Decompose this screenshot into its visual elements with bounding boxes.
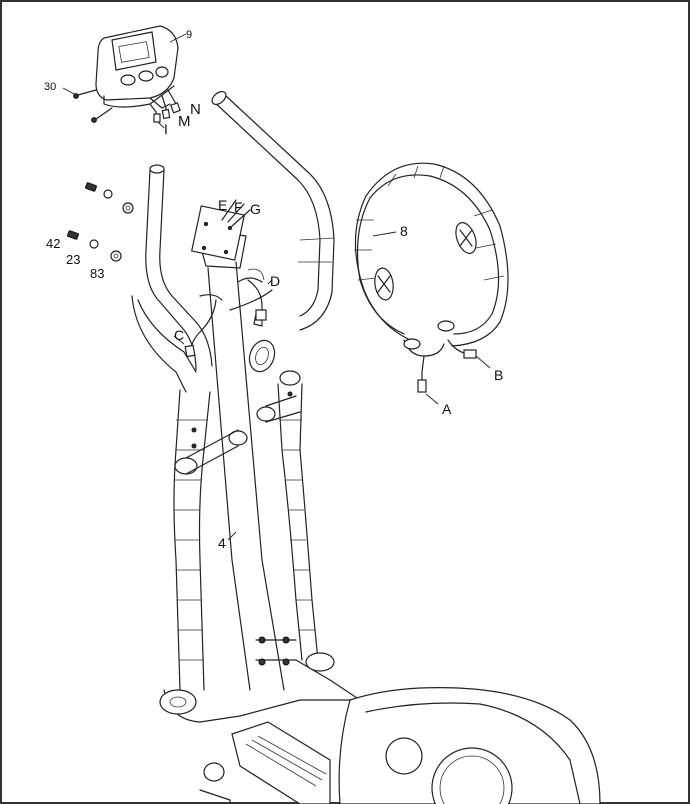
column-wires xyxy=(184,268,267,358)
label-f: F xyxy=(234,199,243,215)
label-9: 9 xyxy=(186,29,192,41)
label-g: G xyxy=(250,201,261,217)
label-83: 83 xyxy=(90,266,104,281)
hardware-bolts xyxy=(67,182,134,262)
console-wires xyxy=(149,89,181,129)
label-8: 8 xyxy=(400,223,408,239)
label-30: 30 xyxy=(44,81,56,93)
upright-post-4 xyxy=(190,199,285,691)
label-m: M xyxy=(178,113,191,130)
label-23: 23 xyxy=(66,252,80,267)
label-d: D xyxy=(270,273,280,289)
left-lower-arm xyxy=(173,389,248,691)
right-upper-tube xyxy=(211,90,335,331)
label-e: E xyxy=(218,197,227,213)
pulse-handlebar-8 xyxy=(354,162,509,357)
console-screws xyxy=(62,87,113,123)
base-frame xyxy=(159,636,601,804)
label-i: I xyxy=(164,121,168,137)
label-leaders xyxy=(169,33,397,541)
label-c: C xyxy=(174,327,184,343)
console-part xyxy=(95,25,179,109)
handlebar-wires xyxy=(417,339,491,405)
right-lower-arm xyxy=(256,370,319,661)
left-upper-tube xyxy=(131,164,213,393)
label-n: N xyxy=(190,101,201,118)
label-a: A xyxy=(442,401,452,417)
label-42: 42 xyxy=(46,236,60,251)
label-b: B xyxy=(494,367,503,383)
label-4: 4 xyxy=(218,535,226,551)
